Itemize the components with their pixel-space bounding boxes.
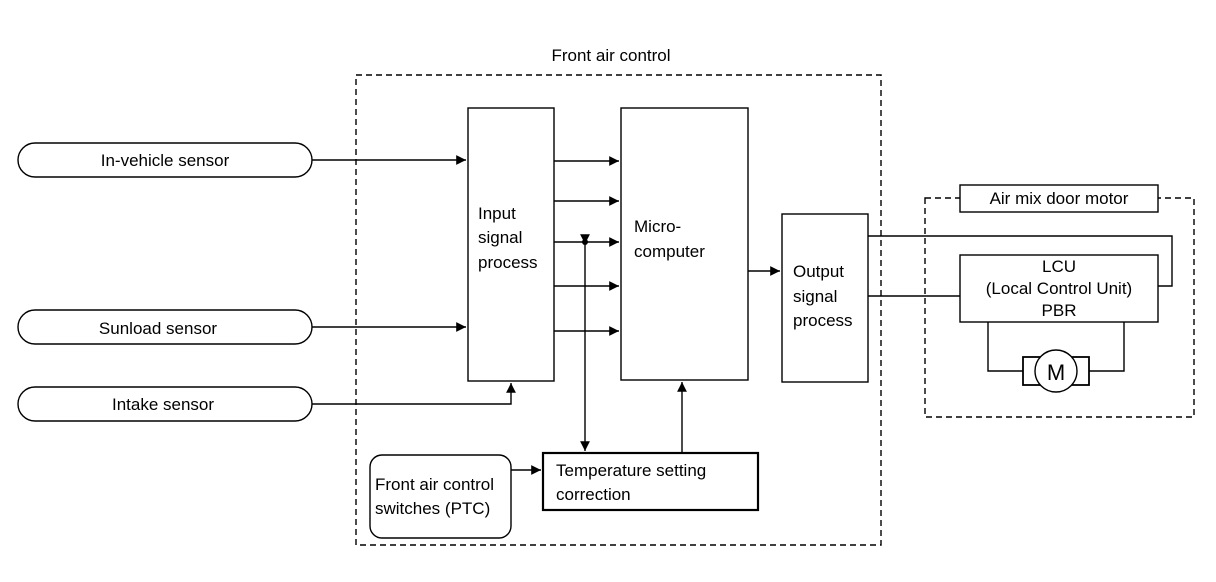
- lcu-line3: PBR: [1042, 301, 1077, 320]
- in-vehicle-sensor: In-vehicle sensor: [17, 142, 313, 178]
- front-air-control-switches: Front air control switches (PTC): [369, 454, 512, 539]
- temperature-setting-correction-block: Temperature setting correction: [541, 451, 760, 512]
- lcu-line2: (Local Control Unit): [986, 279, 1132, 298]
- input-block-line3: process: [478, 253, 538, 272]
- lcu-to-motor-left-wire: [987, 322, 1023, 372]
- lcu-to-motor-right-wire: [1089, 322, 1125, 372]
- sunload-sensor-label: Sunload sensor: [99, 319, 217, 338]
- switches-line2: switches (PTC): [375, 499, 490, 518]
- microcomputer-block: Micro- computer: [620, 107, 749, 381]
- output-to-lcu-upper-wire: [868, 235, 1173, 287]
- motor-symbol: M: [1047, 360, 1065, 385]
- lcu-block: LCU (Local Control Unit) PBR: [959, 254, 1159, 323]
- output-block-line2: signal: [793, 287, 837, 306]
- temp-block-line2: correction: [556, 485, 631, 504]
- air-mix-door-motor-title-box: [959, 184, 1159, 213]
- air-mix-door-motor-title: Air mix door motor: [990, 189, 1129, 208]
- output-block-line3: process: [793, 311, 853, 330]
- input-signal-process-block: Input signal process: [467, 107, 555, 382]
- front-air-control-title: Front air control: [551, 46, 670, 65]
- front-air-control-group: [355, 74, 882, 546]
- micro-block-line2: computer: [634, 242, 705, 261]
- micro-block-line1: Micro-: [634, 217, 681, 236]
- input-block-line2: signal: [478, 228, 522, 247]
- lcu-line1: LCU: [1042, 257, 1076, 276]
- intake-sensor: Intake sensor: [17, 386, 313, 422]
- in-vehicle-sensor-label: In-vehicle sensor: [101, 151, 230, 170]
- temp-block-line1: Temperature setting: [556, 461, 706, 480]
- motor-icon: M: [1022, 349, 1090, 393]
- intake-to-input-arrow: [312, 383, 516, 405]
- sunload-sensor: Sunload sensor: [17, 309, 313, 345]
- switches-line1: Front air control: [375, 475, 494, 494]
- output-signal-process-block: Output signal process: [781, 213, 869, 383]
- input-block-line1: Input: [478, 204, 516, 223]
- output-block-line1: Output: [793, 262, 844, 281]
- intake-sensor-label: Intake sensor: [112, 395, 214, 414]
